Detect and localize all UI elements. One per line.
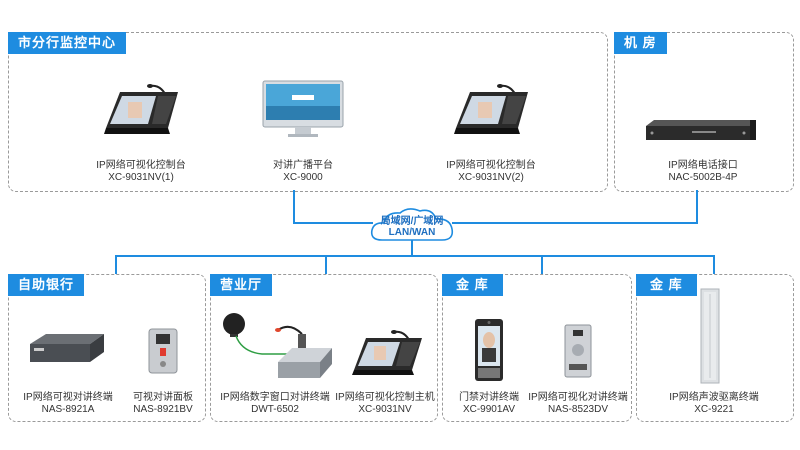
device-name: 对讲广播平台	[273, 160, 333, 171]
device-name: IP网络数字窗口对讲终端	[220, 392, 330, 403]
network-line	[293, 190, 295, 224]
network-line	[541, 255, 543, 274]
network-line	[411, 238, 413, 256]
device-name: IP网络声波驱离终端	[669, 392, 759, 403]
video-console-1-image	[104, 84, 178, 134]
device-model: DWT-6502	[251, 404, 299, 415]
device-model: XC-9031NV(2)	[458, 172, 524, 183]
device-label-9221: IP网络声波驱离终端 XC-9221	[639, 392, 789, 416]
cloud-label-line2: LAN/WAN	[388, 227, 436, 238]
device-model: XC-9000	[283, 172, 323, 183]
video-console-2-image	[454, 84, 528, 134]
device-model: NAC-5002B-4P	[668, 172, 738, 183]
device-name: IP网络可视化控制台	[96, 160, 186, 171]
window-intercom-6502-image	[223, 313, 332, 378]
network-line	[115, 255, 117, 274]
device-name: IP网络可视化控制台	[446, 160, 536, 171]
device-model: NAS-8921A	[41, 404, 95, 415]
network-line	[452, 222, 698, 224]
device-model: NAS-8523DV	[547, 404, 609, 415]
device-name: 可视对讲面板	[133, 392, 193, 403]
device-label-host-9031: IP网络可视化控制主机 XC-9031NV	[310, 392, 460, 416]
machine-room-tag: 机 房	[614, 32, 667, 54]
video-intercom-8523-image	[564, 324, 592, 378]
network-line	[696, 190, 698, 224]
device-model: XC-9031NV	[358, 404, 412, 415]
device-label-console1: IP网络可视化控制台 XC-9031NV(1)	[66, 160, 216, 184]
video-control-host-9031-image	[352, 330, 422, 375]
device-name: IP网络可视化控制主机	[335, 392, 435, 403]
intercom-terminal-8921a-image	[30, 334, 104, 362]
device-label-8921bv: 可视对讲面板 NAS-8921BV	[88, 392, 238, 416]
device-label-9901: 门禁对讲终端 XC-9901AV	[414, 392, 564, 416]
cloud-icon	[370, 208, 454, 241]
network-line	[115, 255, 715, 257]
network-line	[325, 255, 327, 274]
self-bank-tag: 自助银行	[8, 274, 85, 296]
device-label-8523: IP网络可视化对讲终端 NAS-8523DV	[503, 392, 653, 416]
vault1-tag: 金 库	[442, 274, 503, 296]
network-line	[293, 222, 373, 224]
device-name: IP网络可视对讲终端	[23, 392, 113, 403]
access-intercom-9901-image	[475, 319, 503, 381]
network-line	[713, 255, 715, 274]
device-model: XC-9901AV	[462, 404, 516, 415]
video-panel-8921bv-image	[148, 328, 178, 374]
device-model: XC-9031NV(1)	[108, 172, 174, 183]
cloud-label: 局域网/广域网 LAN/WAN	[372, 216, 452, 238]
device-label-6502: IP网络数字窗口对讲终端 DWT-6502	[200, 392, 350, 416]
broadcast-platform-monitor-image	[262, 80, 344, 137]
acoustic-deterrent-9221-image	[700, 288, 720, 384]
vault1-box	[442, 274, 632, 422]
business-hall-tag: 营业厅	[210, 274, 273, 296]
machine-room-box	[614, 32, 794, 192]
device-name: IP网络可视化对讲终端	[528, 392, 628, 403]
telephone-gateway-image	[646, 120, 756, 140]
device-label-8921a: IP网络可视对讲终端 NAS-8921A	[0, 392, 143, 416]
device-name: IP网络电话接口	[668, 160, 738, 171]
device-model: NAS-8921BV	[133, 404, 193, 415]
device-label-gateway: IP网络电话接口 NAC-5002B-4P	[628, 160, 778, 184]
device-model: XC-9221	[694, 404, 734, 415]
city-center-tag: 市分行监控中心	[8, 32, 127, 54]
cloud-label-line1: 局域网/广域网	[380, 216, 444, 227]
device-label-platform: 对讲广播平台 XC-9000	[228, 160, 378, 184]
vault2-tag: 金 库	[636, 274, 697, 296]
device-name: 门禁对讲终端	[459, 392, 519, 403]
device-label-console2: IP网络可视化控制台 XC-9031NV(2)	[416, 160, 566, 184]
